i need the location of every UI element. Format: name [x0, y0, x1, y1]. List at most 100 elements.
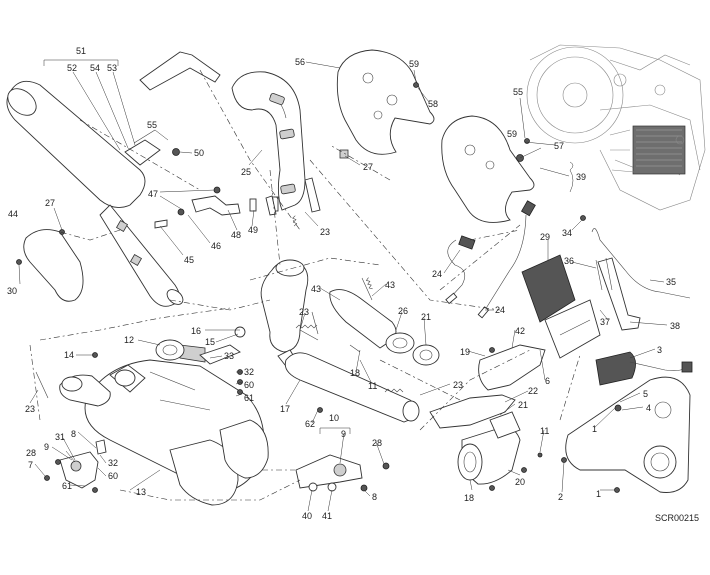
end-cap-outlet — [457, 443, 483, 481]
callout-56: 56 — [295, 57, 305, 67]
callout-32a: 32 — [244, 367, 254, 377]
drawing-code: SCR00215 — [655, 513, 699, 523]
callout-39: 39 — [576, 172, 586, 182]
callout-28b: 28 — [26, 448, 36, 458]
callout-27b: 27 — [363, 162, 373, 172]
callout-32b: 32 — [108, 458, 118, 468]
screw-27 — [59, 229, 65, 235]
callout-35: 35 — [666, 277, 676, 287]
rear-header-pipe — [231, 71, 321, 216]
leader-lines — [18, 61, 668, 512]
lambda-sensor-rear — [477, 200, 536, 319]
servo-actuator — [595, 351, 636, 386]
callout-1a: 1 — [592, 424, 597, 434]
callout-27a: 27 — [45, 198, 55, 208]
frame-bracket — [139, 51, 221, 91]
screw-30 — [16, 259, 22, 265]
callout-20: 20 — [515, 477, 525, 487]
callout-7: 7 — [28, 460, 33, 470]
callout-45: 45 — [184, 255, 194, 265]
callout-49: 49 — [248, 225, 258, 235]
callout-34: 34 — [562, 228, 572, 238]
callout-23d: 23 — [453, 380, 463, 390]
callout-48: 48 — [231, 230, 241, 240]
engine-block-illustration — [526, 44, 706, 211]
callout-21b: 21 — [518, 400, 528, 410]
crossover-pipe-26 — [329, 289, 397, 349]
callout-26: 26 — [398, 306, 408, 316]
callout-51: 51 — [76, 46, 86, 56]
callout-61a: 61 — [244, 393, 254, 403]
callout-6: 6 — [545, 376, 550, 386]
callout-55: 55 — [147, 120, 157, 130]
callout-8b: 8 — [372, 492, 377, 502]
callout-43a: 43 — [311, 284, 321, 294]
flange-gasket — [385, 332, 415, 354]
callout-11a: 11 — [368, 381, 377, 391]
callout-60b: 60 — [108, 471, 118, 481]
callout-19: 19 — [460, 347, 470, 357]
callout-58: 58 — [428, 99, 438, 109]
lambda-sensor-front — [445, 235, 476, 305]
callout-59a: 59 — [409, 59, 419, 69]
callout-13: 13 — [136, 487, 146, 497]
callout-23a: 23 — [320, 227, 330, 237]
bracket-assembly-left — [44, 439, 107, 493]
valve-bracket-10 — [295, 407, 390, 492]
callout-24a: 24 — [432, 269, 442, 279]
callout-53: 53 — [107, 63, 117, 73]
callout-17: 17 — [280, 404, 290, 414]
callout-31: 31 — [55, 432, 65, 442]
bracket-33 — [199, 344, 241, 365]
assembly-guide-lines — [29, 69, 581, 501]
muffler-heat-guard — [23, 229, 84, 302]
bracket-38 — [597, 257, 641, 331]
collector-box — [35, 326, 269, 506]
callout-23c: 23 — [25, 404, 35, 414]
link-pipe-17 — [284, 352, 418, 423]
callout-23b: 23 — [299, 307, 309, 317]
group-bracket-10 — [319, 427, 351, 434]
grommet-15 — [234, 326, 246, 338]
heat-guard-upper — [336, 49, 435, 155]
callout-labels: 51 52 54 53 55 50 47 46 45 48 49 44 27 3… — [7, 46, 680, 521]
callout-62: 62 — [305, 419, 315, 429]
callout-3: 3 — [657, 345, 662, 355]
callout-29: 29 — [540, 232, 550, 242]
callout-54: 54 — [90, 63, 100, 73]
callout-8a: 8 — [71, 429, 76, 439]
callout-24b: 24 — [495, 305, 505, 315]
callout-2: 2 — [558, 492, 563, 502]
muffler-silencer — [6, 80, 184, 307]
callout-42: 42 — [515, 326, 525, 336]
callout-16: 16 — [191, 326, 201, 336]
callout-40: 40 — [302, 511, 312, 521]
callout-14: 14 — [64, 350, 74, 360]
callout-38: 38 — [670, 321, 680, 331]
callout-50: 50 — [194, 148, 204, 158]
gasket-12 — [155, 339, 185, 361]
rear-frame-plate — [565, 376, 691, 493]
callout-4: 4 — [646, 403, 651, 413]
washer-41 — [327, 482, 337, 492]
callout-11b: 11 — [540, 426, 549, 436]
callout-37: 37 — [600, 317, 610, 327]
callout-10: 10 — [329, 413, 339, 423]
callout-22: 22 — [528, 386, 538, 396]
flange-21 — [412, 344, 440, 366]
callout-21a: 21 — [421, 312, 431, 322]
heat-shield-42 — [478, 344, 546, 391]
callout-25: 25 — [241, 167, 251, 177]
callout-59b: 59 — [507, 129, 517, 139]
muffler-hanger-bracket — [154, 186, 279, 229]
group-bracket-39 — [569, 161, 574, 193]
callout-9b: 9 — [44, 442, 49, 452]
callout-1b: 1 — [596, 489, 601, 499]
callout-60a: 60 — [244, 380, 254, 390]
callout-30: 30 — [7, 286, 17, 296]
heat-shield-22 — [429, 394, 516, 429]
callout-18: 18 — [350, 368, 360, 378]
callout-12: 12 — [124, 335, 134, 345]
callout-18b: 18 — [464, 493, 474, 503]
